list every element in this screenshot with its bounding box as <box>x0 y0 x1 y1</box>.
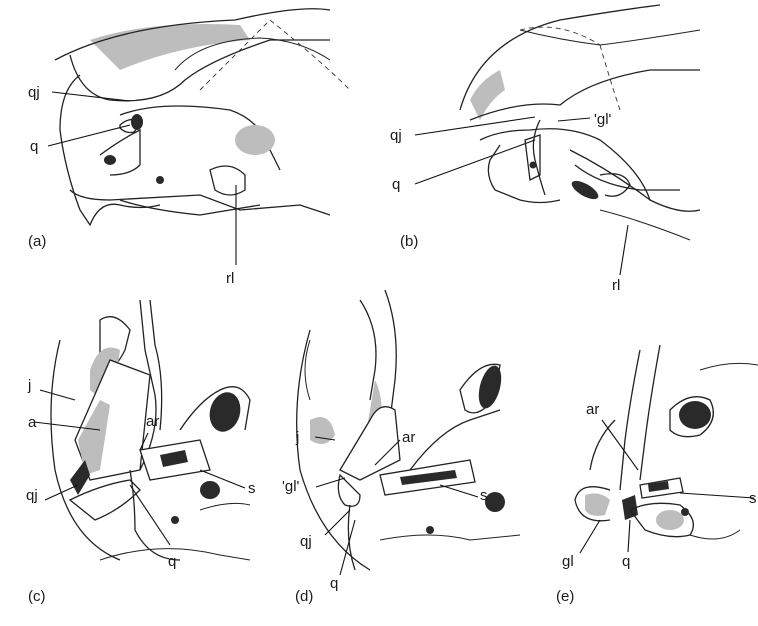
label-gl-b: 'gl' <box>594 111 612 128</box>
label-q-b: q <box>392 176 400 193</box>
label-j-d: j <box>295 429 299 446</box>
label-gl-d: 'gl' <box>282 478 300 495</box>
panel-a: qj q rl (a) <box>28 9 350 287</box>
label-s-d: s <box>480 487 488 504</box>
panel-c: j a ar qj s q (c) <box>26 300 256 605</box>
label-q-e: q <box>622 553 630 570</box>
label-q-c: q <box>168 553 176 570</box>
label-ar-e: ar <box>586 401 599 418</box>
label-s-e: s <box>749 490 757 507</box>
label-rl-a: rl <box>226 270 234 287</box>
label-a-c: a <box>28 414 37 431</box>
caption-a: (a) <box>28 233 46 250</box>
panel-e: ar s gl q (e) <box>556 345 758 605</box>
label-ar-d: ar <box>402 429 415 446</box>
label-q-a: q <box>30 138 38 155</box>
label-qj-b: qj <box>390 127 402 144</box>
label-gl-e: gl <box>562 553 574 570</box>
label-j-c: j <box>27 377 31 394</box>
label-qj-d: qj <box>300 533 312 550</box>
label-qj-a: qj <box>28 84 40 101</box>
label-s-c: s <box>248 480 256 497</box>
label-q-d: q <box>330 575 338 592</box>
label-ar-c: ar <box>146 413 159 430</box>
panel-d: j ar 'gl' s qj q (d) <box>282 290 520 605</box>
caption-b: (b) <box>400 233 418 250</box>
panel-b: qj 'gl' q rl (b) <box>390 5 700 294</box>
caption-c: (c) <box>28 588 46 605</box>
caption-d: (d) <box>295 588 313 605</box>
label-rl-b: rl <box>612 277 620 294</box>
label-qj-c: qj <box>26 487 38 504</box>
caption-e: (e) <box>556 588 574 605</box>
